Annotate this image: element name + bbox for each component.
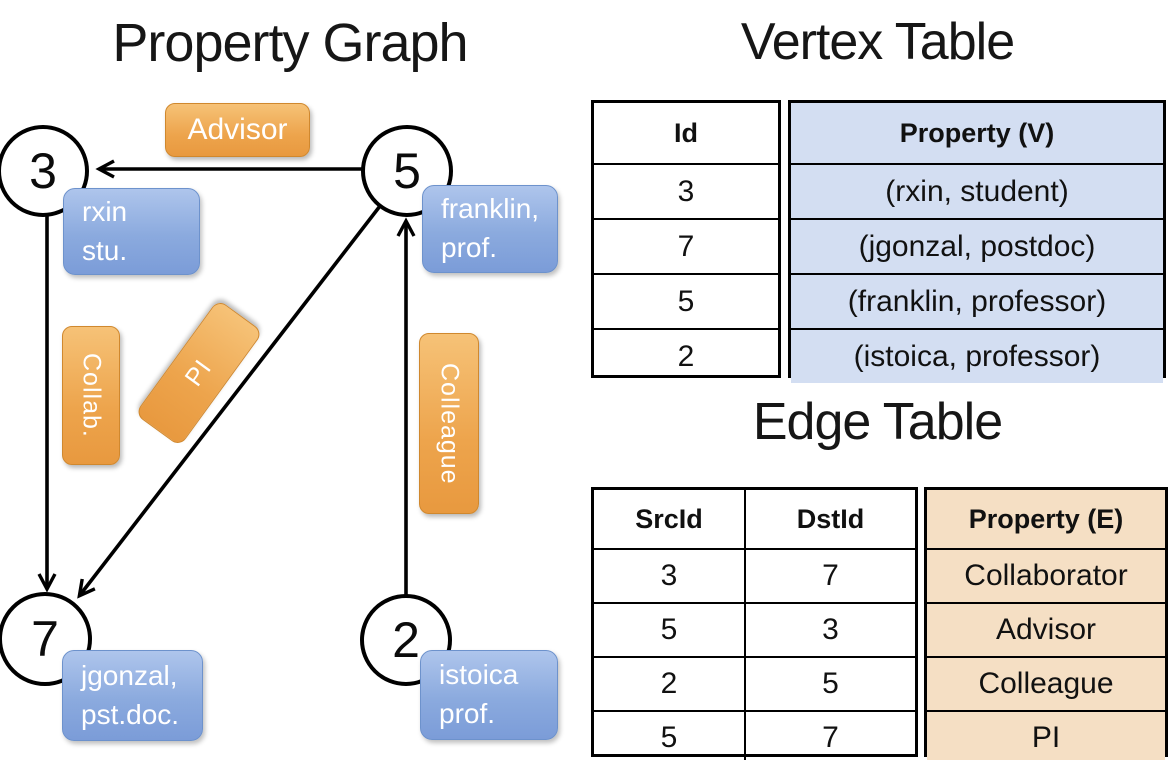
node-id-5: 5 [393, 143, 421, 199]
edge-table-dstid-header: DstId [744, 490, 915, 548]
edge-table-id-columns: SrcId DstId 3 7 5 3 2 5 5 7 [591, 487, 918, 760]
vertex-label-2-line1: istoica [439, 659, 519, 691]
vertex-table-property-column: Property (V) (rxin, student) (jgonzal, p… [788, 100, 1166, 383]
edge-table-srcid-cell: 5 [660, 613, 678, 646]
vertex-label-5-line2: prof. [441, 232, 498, 263]
edge-table-property-cell: Advisor [927, 602, 1165, 656]
edge-label-collab: Collab. [62, 326, 120, 465]
vertex-table-id-cell: 7 [594, 218, 778, 273]
edge-table-dstid-cell: 7 [744, 712, 915, 760]
node-id-2: 2 [392, 612, 420, 668]
edge-table-property-column: Property (E) Collaborator Advisor Collea… [924, 487, 1168, 760]
vertex-label-3-line2: stu. [82, 234, 128, 266]
vertex-table-id-cell: 2 [594, 328, 778, 383]
node-id-7: 7 [31, 611, 59, 667]
vertex-label-7: jgonzal, pst.doc. [62, 650, 203, 741]
edge-table-property-cell: Colleague [927, 656, 1165, 710]
edge-table-dstid-cell: 7 [744, 550, 915, 602]
edge-table-srcid-cell: 5 [660, 721, 678, 754]
vertex-table-id-header: Id [674, 117, 698, 148]
node-id-3: 3 [29, 143, 57, 199]
vertex-label-3: rxin stu. [63, 188, 200, 275]
edge-label-advisor: Advisor [165, 103, 310, 157]
property-graph-title: Property Graph [112, 13, 468, 73]
vertex-table-property-cell: (istoica, professor) [791, 328, 1163, 383]
vertex-table-property-cell: (jgonzal, postdoc) [791, 218, 1163, 273]
vertex-table-id-cell: 3 [594, 163, 778, 218]
vertex-table-property-cell: (franklin, professor) [791, 273, 1163, 328]
vertex-label-5-line1: franklin, [441, 193, 540, 225]
edge-table-title: Edge Table [752, 393, 1003, 451]
edge-table-property-cell: Collaborator [927, 548, 1165, 602]
vertex-label-3-line1: rxin [82, 195, 128, 227]
vertex-table-title: Vertex Table [740, 13, 1015, 71]
edge-table-srcid-header: SrcId [635, 503, 703, 534]
edge-label-colleague: Colleague [419, 333, 479, 514]
vertex-table-property-header: Property (V) [791, 103, 1163, 163]
edge-table-property-cell: PI [927, 710, 1165, 760]
edge-table-dstid-cell: 3 [744, 604, 915, 656]
vertex-table-id-cell: 5 [594, 273, 778, 328]
edge-table-srcid-cell: 3 [660, 559, 678, 592]
edge-table-srcid-cell: 2 [660, 667, 678, 700]
vertex-label-2: istoica prof. [420, 650, 558, 740]
vertex-table-id-column: Id 3 7 5 2 [591, 100, 781, 378]
vertex-label-7-line1: jgonzal, [81, 659, 178, 691]
vertex-label-7-line2: pst.doc. [81, 698, 180, 730]
edge-table-dstid-cell: 5 [744, 658, 915, 710]
vertex-table-property-cell: (rxin, student) [791, 163, 1163, 218]
vertex-label-2-line2: prof. [439, 698, 496, 729]
vertex-label-5: franklin, prof. [422, 185, 558, 273]
edge-table-property-header: Property (E) [927, 490, 1165, 548]
edge-5-7 [77, 204, 382, 599]
